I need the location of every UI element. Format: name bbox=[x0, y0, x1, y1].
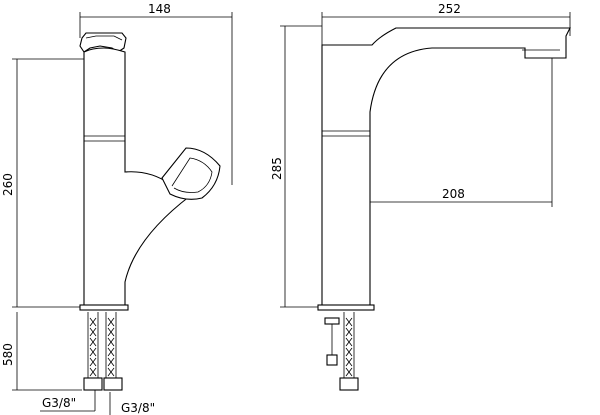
hose-length-label: 580 bbox=[1, 343, 15, 366]
side-height-label: 285 bbox=[270, 157, 284, 180]
front-base-plate bbox=[79, 304, 129, 311]
front-lever-inner bbox=[171, 157, 213, 193]
side-hoses bbox=[324, 312, 359, 391]
front-hose-right-nut bbox=[103, 377, 123, 391]
front-hose-right bbox=[105, 312, 117, 378]
side-hose-nut bbox=[339, 377, 359, 391]
front-width-label: 148 bbox=[148, 2, 171, 16]
thread-right-label: G3/8" bbox=[121, 401, 155, 415]
front-lever bbox=[161, 147, 221, 200]
side-body bbox=[321, 27, 571, 308]
front-hoses bbox=[83, 312, 123, 391]
front-hose-left-nut bbox=[83, 377, 103, 391]
front-body bbox=[83, 47, 191, 308]
spout-reach-label: 208 bbox=[442, 187, 465, 201]
front-hose-left bbox=[87, 312, 99, 378]
side-hose bbox=[343, 312, 355, 378]
side-width-label: 252 bbox=[438, 2, 461, 16]
front-height-label: 260 bbox=[1, 173, 15, 196]
front-view: 148 260 580 G3/8" bbox=[1, 2, 233, 415]
thread-left-label: G3/8" bbox=[42, 396, 76, 410]
side-mount-rod-end bbox=[326, 354, 338, 366]
side-view: 252 285 208 bbox=[270, 2, 571, 391]
front-top-cap-detail bbox=[85, 35, 123, 41]
side-mount-nut bbox=[324, 317, 340, 325]
side-base-plate bbox=[317, 304, 375, 311]
